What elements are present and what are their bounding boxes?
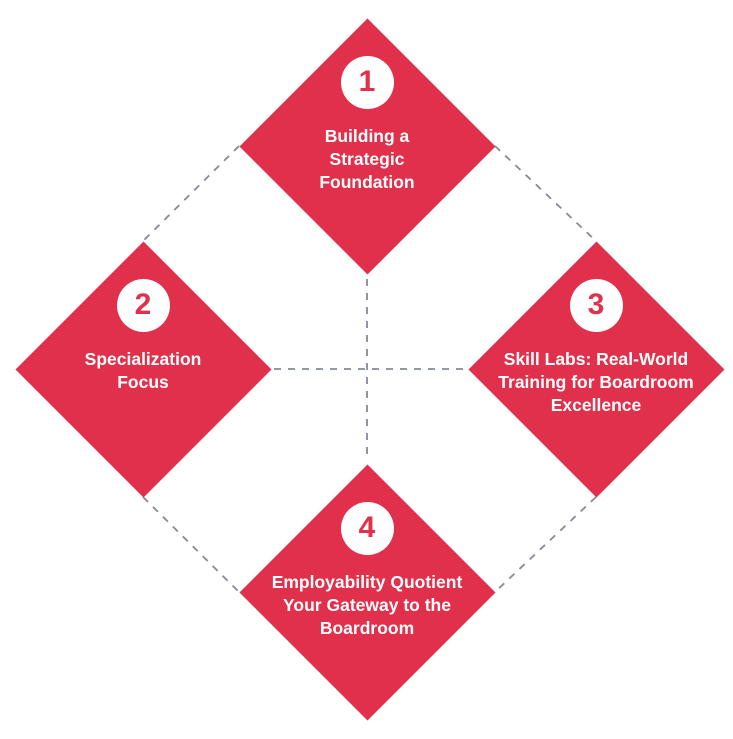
connector-top-right-edge: [494, 145, 597, 242]
diamond-node-1: 1 Building a Strategic Foundation: [239, 18, 495, 274]
step-label: Specialization Focus: [84, 349, 202, 392]
step-number-badge: 1: [340, 56, 394, 109]
step-label: Skill Labs: Real-World Training for Boar…: [498, 349, 694, 415]
diamond-node-4: 4 Employability Quotient Your Gateway to…: [239, 464, 495, 720]
step-label: Employability Quotient Your Gateway to t…: [271, 572, 463, 638]
diamond-node-3: 3 Skill Labs: Real-World Training for Bo…: [468, 241, 724, 497]
step-number-badge: 4: [340, 502, 394, 555]
step-number: 4: [358, 510, 376, 544]
step-number: 2: [134, 287, 152, 321]
connector-top-left-edge: [142, 145, 240, 242]
connector-bottom-left-edge: [142, 496, 240, 593]
step-number-badge: 3: [569, 279, 623, 332]
step-number-badge: 2: [116, 279, 170, 332]
step-number: 1: [358, 64, 376, 98]
diamond-node-2: 2 Specialization Focus: [15, 241, 271, 497]
step-label: Building a Strategic Foundation: [319, 126, 415, 192]
step-number: 3: [587, 287, 605, 321]
connector-bottom-right-edge: [494, 496, 597, 593]
